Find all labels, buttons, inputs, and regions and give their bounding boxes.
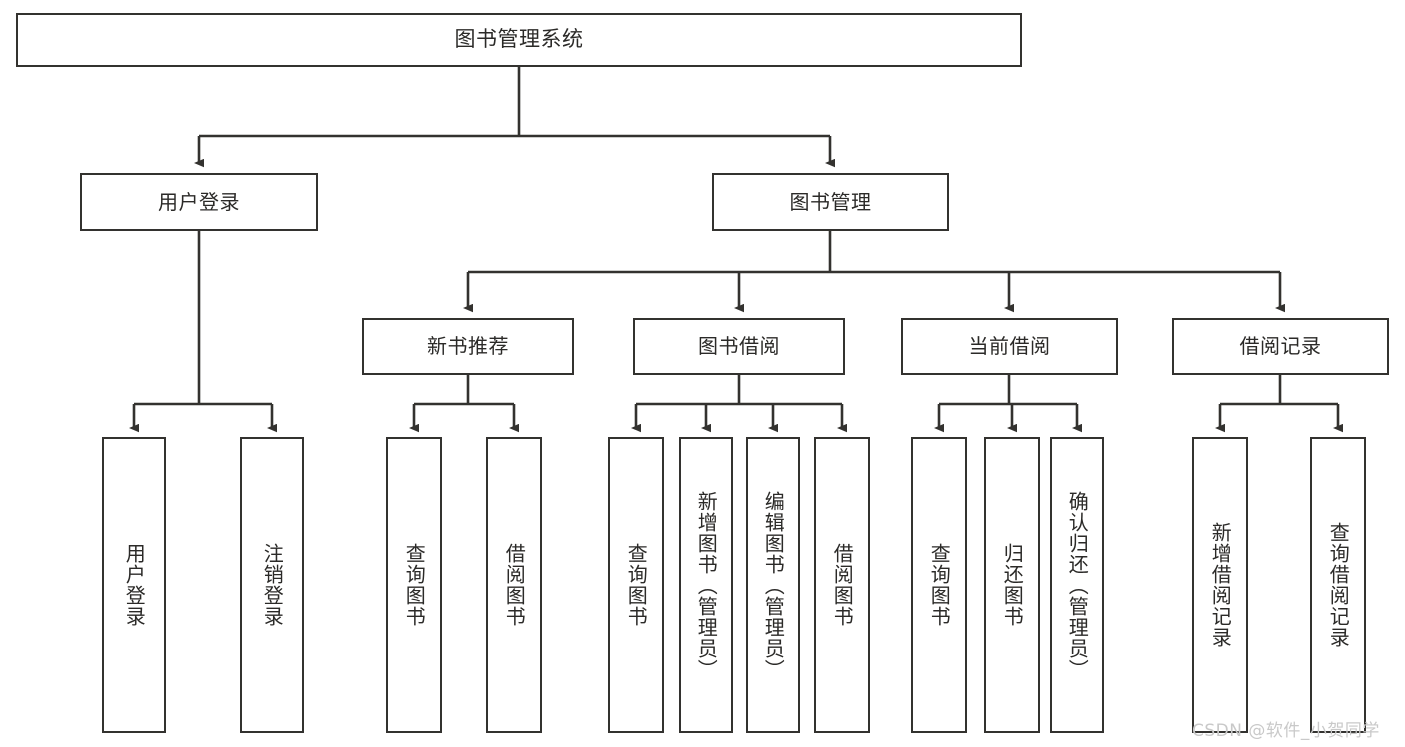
node-leaf-label: 查询借阅记录 [1326, 522, 1351, 648]
node-leaf-borrow-book-2[interactable]: 借阅图书 [814, 437, 870, 733]
node-leaf-label: 用户登录 [122, 543, 147, 627]
node-leaf-label: 编辑图书（管理员） [761, 490, 786, 680]
node-leaf-edit-book[interactable]: 编辑图书（管理员） [746, 437, 800, 733]
node-current-borrow-label: 当前借阅 [968, 334, 1051, 359]
node-borrow-record-label: 借阅记录 [1239, 334, 1322, 359]
node-leaf-query-book-3[interactable]: 查询图书 [911, 437, 967, 733]
node-leaf-label: 借阅图书 [830, 543, 855, 627]
node-leaf-label: 借阅图书 [502, 543, 527, 627]
node-book-manage-label: 图书管理 [789, 189, 872, 214]
node-leaf-label: 确认归还（管理员） [1065, 490, 1090, 680]
node-leaf-label: 查询图书 [624, 543, 649, 627]
node-leaf-add-book[interactable]: 新增图书（管理员） [679, 437, 733, 733]
node-book-manage[interactable]: 图书管理 [712, 173, 949, 231]
node-leaf-label: 归还图书 [1000, 543, 1025, 627]
node-user-login-label: 用户登录 [158, 189, 240, 214]
node-current-borrow[interactable]: 当前借阅 [901, 318, 1118, 375]
node-leaf-label: 查询图书 [927, 543, 952, 627]
node-book-borrow-label: 图书借阅 [698, 334, 780, 359]
node-leaf-query-record[interactable]: 查询借阅记录 [1310, 437, 1366, 733]
node-leaf-query-book-1[interactable]: 查询图书 [386, 437, 442, 733]
node-leaf-label: 新增图书（管理员） [694, 490, 719, 680]
node-leaf-borrow-book-1[interactable]: 借阅图书 [486, 437, 542, 733]
node-leaf-label: 新增借阅记录 [1208, 522, 1233, 648]
node-root-label: 图书管理系统 [454, 27, 584, 52]
node-leaf-return-book[interactable]: 归还图书 [984, 437, 1040, 733]
node-book-borrow[interactable]: 图书借阅 [633, 318, 845, 375]
node-leaf-label: 注销登录 [260, 543, 285, 627]
node-root-system[interactable]: 图书管理系统 [16, 13, 1022, 67]
node-new-book-recommend-label: 新书推荐 [427, 334, 509, 359]
node-user-login[interactable]: 用户登录 [80, 173, 318, 231]
node-leaf-logout[interactable]: 注销登录 [240, 437, 304, 733]
node-leaf-user-login[interactable]: 用户登录 [102, 437, 166, 733]
node-leaf-confirm-return[interactable]: 确认归还（管理员） [1050, 437, 1104, 733]
node-borrow-record[interactable]: 借阅记录 [1172, 318, 1389, 375]
node-leaf-label: 查询图书 [402, 543, 427, 627]
node-leaf-add-record[interactable]: 新增借阅记录 [1192, 437, 1248, 733]
node-leaf-query-book-2[interactable]: 查询图书 [608, 437, 664, 733]
node-new-book-recommend[interactable]: 新书推荐 [362, 318, 574, 375]
